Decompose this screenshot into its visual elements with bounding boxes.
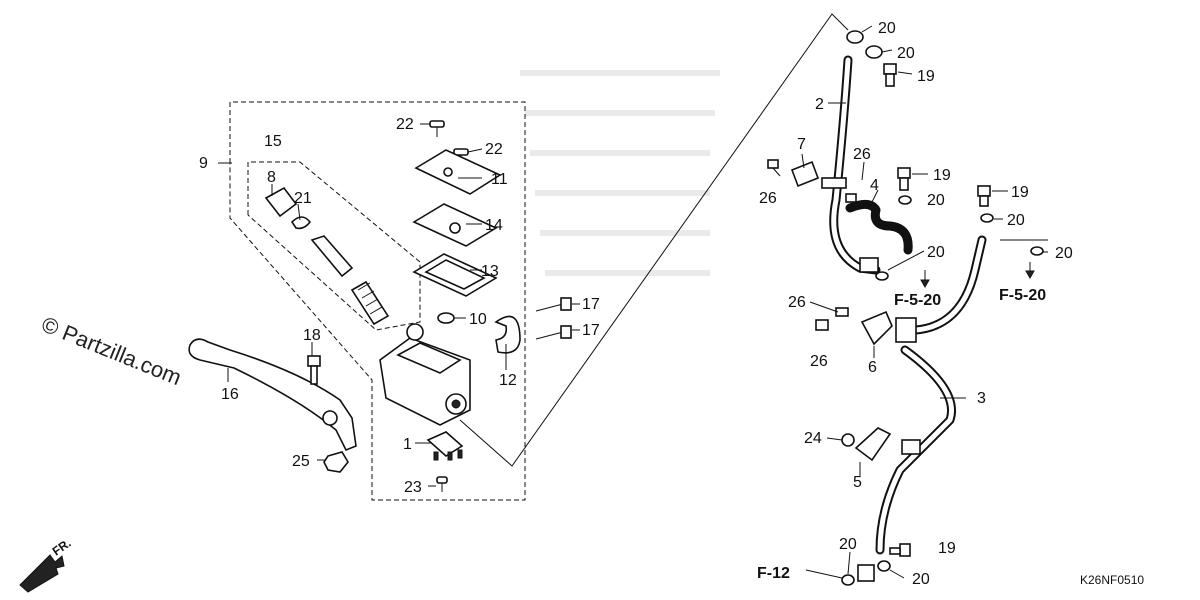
arrow-f520-a [920, 270, 930, 289]
front-arrow-icon [19, 554, 65, 593]
callout-22: 22 [396, 116, 414, 133]
stop-switch [426, 431, 464, 461]
brake-lever [188, 338, 357, 452]
washer-right-2 [1030, 246, 1044, 256]
leader-lines [227, 25, 1048, 579]
washer-mid [898, 195, 912, 205]
clip-10 [437, 312, 455, 324]
bolt-17-lower [535, 325, 572, 340]
holder-clamp [494, 315, 521, 354]
bolt-26-a [767, 159, 781, 177]
callout-19: 19 [933, 167, 951, 184]
callout-17: 17 [582, 296, 600, 313]
callout-labels: 20 20 19 2 7 26 26 4 19 20 19 20 20 20 F… [199, 20, 1144, 588]
ref-f-5-20: F-5-20 [999, 287, 1046, 304]
callout-24: 24 [804, 430, 822, 447]
callout-19: 19 [938, 540, 956, 557]
callout-19: 19 [917, 68, 935, 85]
diaphragm-plate [412, 203, 498, 247]
callout-9: 9 [199, 155, 208, 172]
callout-13: 13 [481, 263, 499, 280]
assembly-outline [218, 101, 526, 501]
bracket-5 [854, 427, 892, 462]
washer-top-1 [846, 30, 864, 44]
bolt-26-b [845, 193, 857, 203]
ref-f-12: F-12 [757, 565, 790, 582]
master-cylinder-body [379, 323, 471, 426]
callout-19: 19 [1011, 184, 1029, 201]
background-texture [520, 70, 720, 276]
brake-pipe-4 [845, 200, 913, 255]
washer-bottom-1 [841, 574, 855, 586]
circlip-21 [290, 216, 312, 230]
callout-5: 5 [853, 474, 862, 491]
callout-20: 20 [839, 536, 857, 553]
bolt-19-mid [897, 167, 911, 191]
callout-20: 20 [878, 20, 896, 37]
callout-22: 22 [485, 141, 503, 158]
callout-26: 26 [788, 294, 806, 311]
callout-20: 20 [1055, 245, 1073, 262]
washer-bottom-2 [877, 560, 891, 572]
callout-25: 25 [292, 453, 310, 470]
callout-6: 6 [868, 359, 877, 376]
callout-12: 12 [499, 372, 517, 389]
screw-22-top [429, 120, 445, 137]
callout-17: 17 [582, 322, 600, 339]
callout-18: 18 [303, 327, 321, 344]
callout-26: 26 [810, 353, 828, 370]
callout-4: 4 [870, 177, 879, 194]
callout-20: 20 [927, 192, 945, 209]
bolt-17-upper [535, 297, 572, 312]
callout-20: 20 [912, 571, 930, 588]
callout-10: 10 [469, 311, 487, 328]
callout-20: 20 [1007, 212, 1025, 229]
piston [310, 235, 354, 278]
callout-15: 15 [264, 133, 282, 150]
boot-8 [264, 186, 298, 218]
callout-20: 20 [897, 45, 915, 62]
callout-1: 1 [403, 436, 412, 453]
callout-16: 16 [221, 386, 239, 403]
watermark-text: © Partzilla.com [38, 311, 185, 390]
arrow-f520-b [1025, 262, 1035, 280]
brake-hose-3 [875, 235, 987, 555]
screw-23 [436, 476, 448, 492]
washer-top-2 [865, 45, 883, 59]
diagram-code: K26NF0510 [1080, 573, 1144, 587]
washer-lower-mid [875, 271, 889, 281]
projection-line [459, 13, 849, 467]
bolt-19-top [883, 63, 897, 87]
callout-21: 21 [294, 190, 312, 207]
banjo-bottom [857, 564, 875, 582]
ref-f-5-20: F-5-20 [894, 292, 941, 309]
bolt-19-right [977, 185, 991, 207]
brake-hose-2 [821, 55, 881, 275]
callout-2: 2 [815, 96, 824, 113]
direction-label: FR. [50, 536, 74, 559]
callout-7: 7 [797, 136, 806, 153]
nut-25 [323, 451, 349, 473]
diaphragm [412, 253, 498, 297]
callout-14: 14 [485, 217, 503, 234]
callout-8: 8 [267, 169, 276, 186]
pivot-bolt-18 [307, 355, 321, 385]
nut-24 [841, 433, 855, 447]
callout-11: 11 [491, 171, 508, 188]
bolt-26-d [815, 319, 829, 331]
spring [350, 280, 390, 326]
bracket-7 [790, 160, 820, 188]
callout-26: 26 [759, 190, 777, 207]
callout-26: 26 [853, 146, 871, 163]
bracket-6 [860, 310, 893, 346]
bolt-26-c [835, 307, 849, 317]
bolt-19-bottom [889, 543, 911, 557]
callout-20: 20 [927, 244, 945, 261]
callout-3: 3 [977, 390, 986, 407]
reservoir-cap [414, 149, 502, 195]
washer-right-1 [980, 213, 994, 223]
callout-23: 23 [404, 479, 422, 496]
